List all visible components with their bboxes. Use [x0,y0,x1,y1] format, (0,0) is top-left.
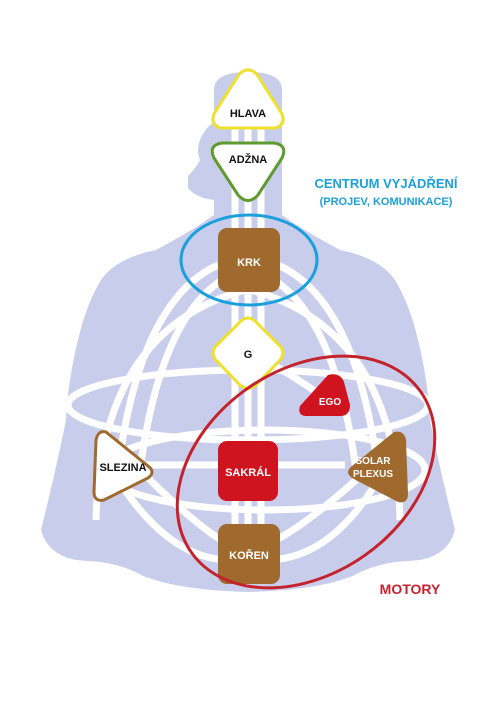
solar-plexus-label-line1: SOLAR [356,456,392,467]
g-label: G [244,349,253,361]
solar-plexus-center[interactable] [348,431,408,503]
expression-highlight [179,213,319,307]
ajna-label: ADŽNA [229,153,268,166]
channel-line [115,478,231,564]
head-label: HLAVA [230,108,266,120]
ego-label: EGO [319,397,341,408]
throat-center[interactable] [218,228,280,292]
root-center[interactable] [218,524,280,584]
throat-label: KRK [237,257,261,269]
motors-label: MOTORY [380,581,441,597]
expression-title: CENTRUM VYJÁDŘENÍ [314,176,457,191]
motors-highlight [175,354,437,590]
ajna-center[interactable] [210,141,286,202]
ego-center[interactable] [299,374,350,416]
solar-plexus-label-line2: PLEXUS [353,469,393,480]
spleen-center[interactable] [92,430,154,502]
expression-subtitle: (PROJEV, KOMUNIKACE) [320,196,453,208]
sacral-label: SAKRÁL [225,466,271,479]
sacral-center[interactable] [218,441,278,501]
head-center[interactable] [211,68,285,130]
root-label: KOŘEN [229,549,269,562]
spleen-label: SLEZINA [99,462,146,474]
channel-line [265,478,382,564]
